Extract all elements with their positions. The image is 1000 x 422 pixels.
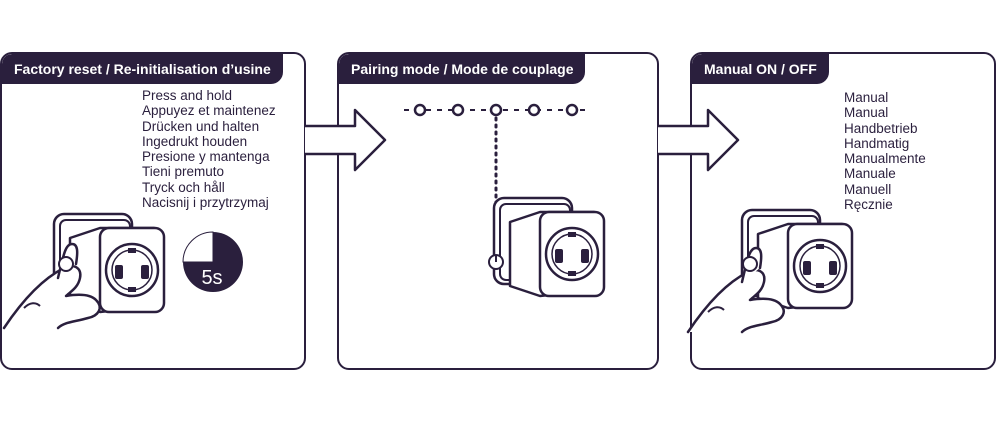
led-blink-icon (413, 103, 427, 117)
instruction-line: Drücken und halten (142, 118, 260, 134)
factory-reset-title: Factory reset / Re-initialisation d’usin… (2, 54, 283, 84)
instruction-line: Tryck och håll (142, 179, 225, 195)
manual-line: Manuell (844, 181, 892, 197)
led-blink-icon (527, 103, 541, 117)
blinking-led-row (404, 103, 590, 252)
manual-line: Handbetrieb (844, 120, 918, 136)
pairing-mode-title: Pairing mode / Mode de couplage (339, 54, 586, 84)
manual-line: Ręcznie (844, 197, 893, 213)
instruction-line: Nacisnij i przytrzymaj (142, 195, 269, 211)
manual-line: Manualmente (844, 151, 926, 167)
plug-button-icon (58, 256, 74, 272)
press-and-hold-instructions: Press and hold Appuyez et maintenez Drüc… (142, 88, 276, 210)
timer-label: 5s (201, 267, 222, 289)
instruction-line: Ingedrukt houden (142, 133, 248, 149)
instruction-line: Appuyez et maintenez (142, 103, 276, 119)
power-button-icon (488, 254, 504, 270)
led-blink-icon (489, 103, 503, 117)
instruction-line: Press and hold (142, 88, 233, 103)
manual-mode-labels: Manual Manual Handbetrieb Handmatig Manu… (844, 90, 926, 212)
step-arrow-1 (303, 108, 387, 172)
plug-button-icon (742, 256, 758, 272)
instruction-line: Presione y mantenga (142, 149, 270, 165)
manual-line: Handmatig (844, 135, 910, 151)
manual-onoff-title: Manual ON / OFF (692, 54, 829, 84)
led-blink-icon (451, 103, 465, 117)
smart-plug-illustration (492, 196, 606, 298)
instruction-line: Tieni premuto (142, 164, 225, 180)
step-arrow-2 (656, 108, 740, 172)
manual-line: Manual (844, 90, 889, 105)
manual-line: Manuale (844, 166, 896, 182)
led-blink-icon (565, 103, 579, 117)
manual-line: Manual (844, 105, 889, 121)
timer-icon (182, 231, 243, 292)
